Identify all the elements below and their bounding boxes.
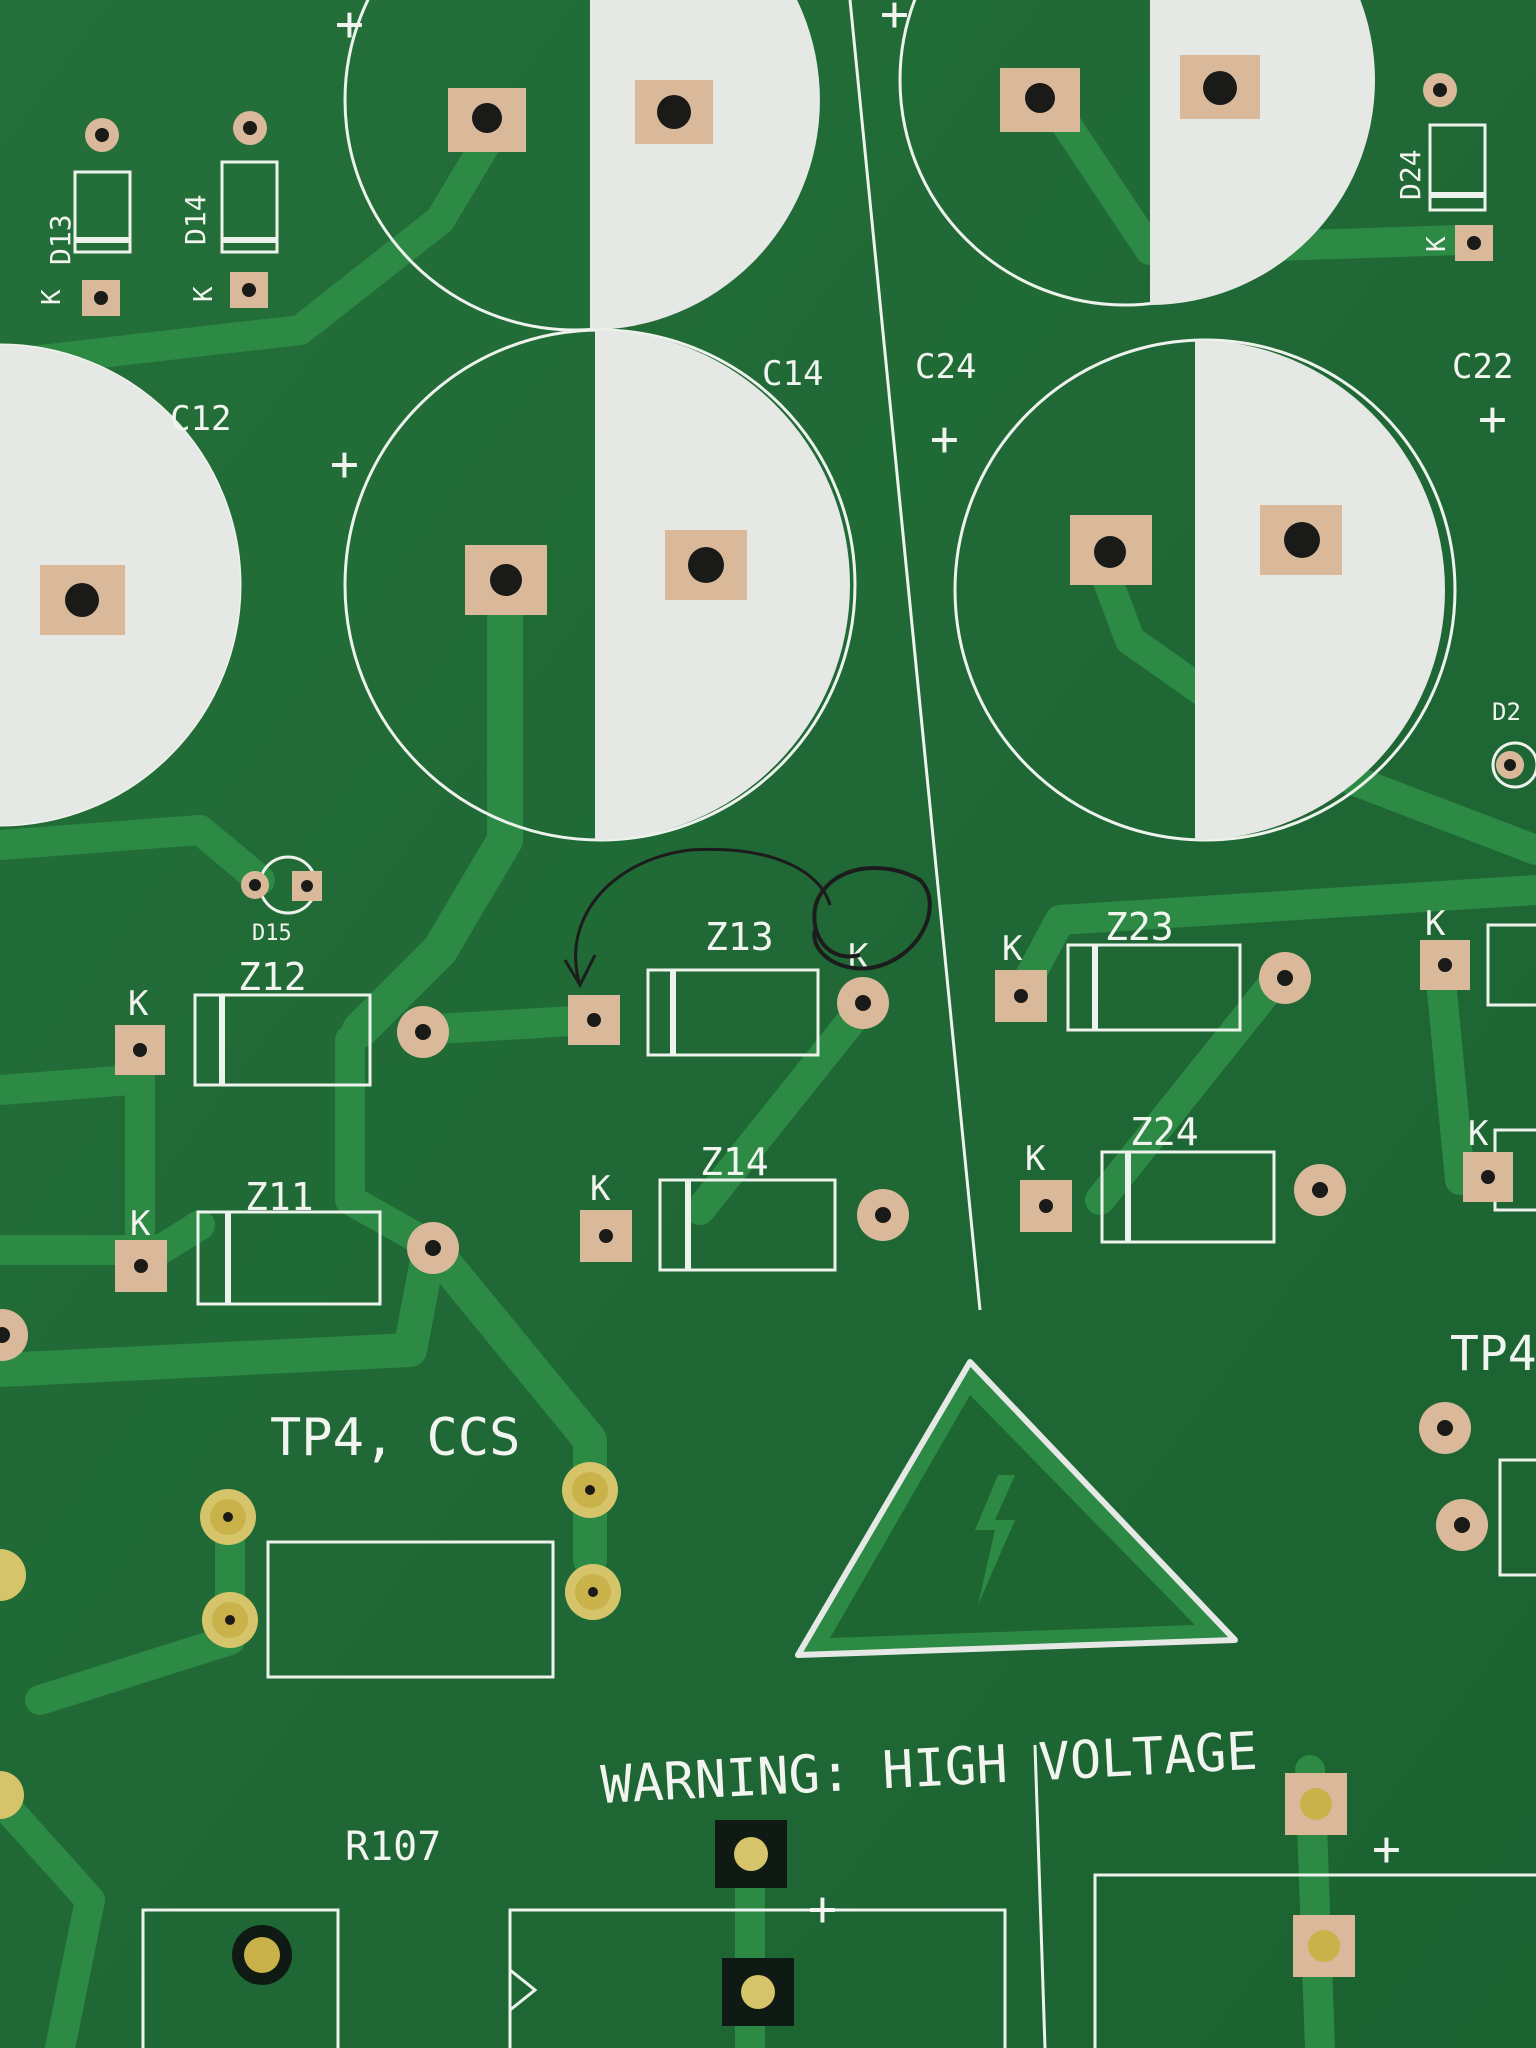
label-c24: C24 xyxy=(915,347,976,387)
plus-mark: + xyxy=(808,1881,837,1937)
zener-z11 xyxy=(115,1210,459,1306)
label-d2x: D2 xyxy=(1492,698,1521,726)
label-k: K xyxy=(1422,236,1452,252)
label-d14: D14 xyxy=(179,194,212,245)
diode-d13 xyxy=(73,118,132,316)
capacitor-pads xyxy=(40,55,1342,635)
label-d24: D24 xyxy=(1394,149,1427,200)
label-c12: C12 xyxy=(170,399,231,439)
edge-pads xyxy=(0,1309,28,1819)
zener-z14 xyxy=(580,1178,909,1272)
silkscreen-labels: C12 C14 C24 C22 D13 D14 D24 D2 D15 Z12 Z… xyxy=(37,149,1536,1870)
label-d13: D13 xyxy=(44,214,77,265)
label-c22: C22 xyxy=(1452,347,1513,387)
label-z13: Z13 xyxy=(705,915,774,959)
label-z12: Z12 xyxy=(238,955,307,999)
label-k: K xyxy=(128,984,149,1024)
label-k: K xyxy=(1468,1114,1489,1154)
ink-annotation xyxy=(563,847,932,989)
diode-d14 xyxy=(220,111,279,308)
resistor-r107 xyxy=(200,1462,621,1679)
label-z11: Z11 xyxy=(245,1175,314,1219)
label-k: K xyxy=(130,1204,151,1244)
divider-line xyxy=(1033,1744,1047,2048)
zener-z24 xyxy=(1020,1150,1346,1244)
label-tp4-ccs: TP4, CCS xyxy=(270,1408,520,1468)
label-tp4-right: TP4 xyxy=(1450,1326,1536,1382)
high-voltage-icon xyxy=(795,1359,1238,1658)
polarity-marks: + + + + + + + xyxy=(330,0,1507,1937)
zener-right-edge xyxy=(1420,923,1536,1212)
label-z24: Z24 xyxy=(1130,1110,1199,1154)
plus-mark: + xyxy=(880,0,909,42)
plus-mark: + xyxy=(1478,391,1507,447)
label-k: K xyxy=(1425,904,1446,944)
plus-mark: + xyxy=(930,411,959,467)
right-tp-pads xyxy=(1419,1402,1536,1577)
zener-z12 xyxy=(115,993,449,1087)
label-k: K xyxy=(189,286,219,302)
label-r107: R107 xyxy=(345,1824,441,1870)
plus-mark: + xyxy=(330,436,359,492)
diode-d15 xyxy=(241,855,322,915)
label-c14: C14 xyxy=(762,354,823,394)
label-z14: Z14 xyxy=(700,1140,769,1184)
label-k: K xyxy=(590,1169,611,1209)
divider-line xyxy=(848,0,982,1311)
zener-z23 xyxy=(995,943,1311,1032)
plus-mark: + xyxy=(335,0,364,52)
label-k: K xyxy=(1002,929,1023,969)
plus-mark: + xyxy=(1372,1821,1401,1877)
label-d15: D15 xyxy=(252,921,292,946)
bottom-components xyxy=(141,1773,1536,2048)
label-z23: Z23 xyxy=(1105,905,1174,949)
zener-z13 xyxy=(568,968,889,1057)
capacitor-c24 xyxy=(953,338,1457,842)
label-k: K xyxy=(37,289,67,305)
diode-d2x xyxy=(1491,741,1536,789)
label-k: K xyxy=(1025,1139,1046,1179)
diode-d24 xyxy=(1423,73,1493,261)
